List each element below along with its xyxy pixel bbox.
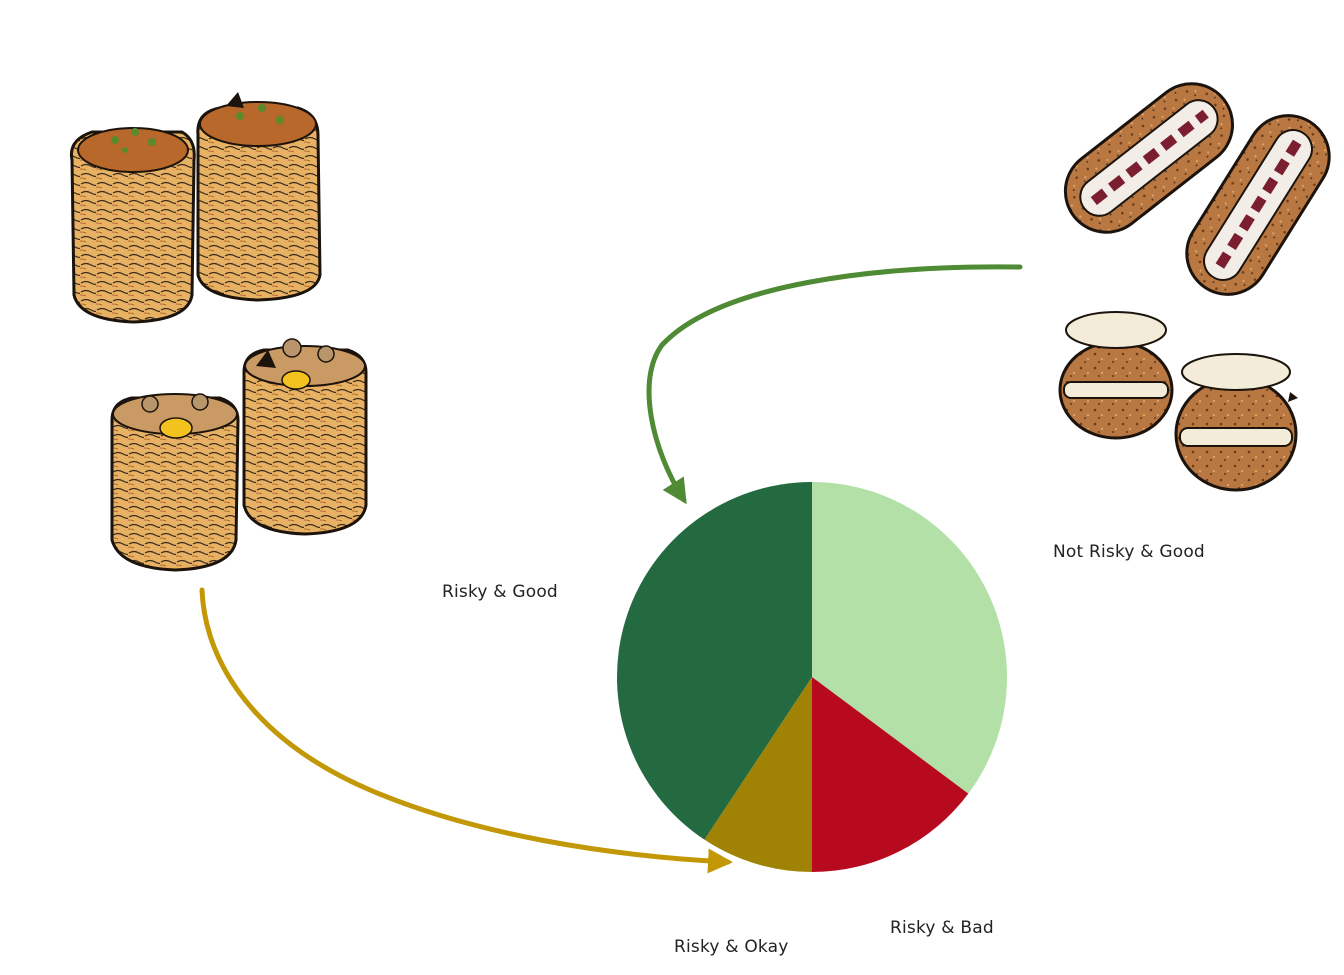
eclair-pastries-icon (1063, 82, 1331, 296)
pie-slice-risky-bad (812, 677, 969, 872)
pie-label-risky-good: Risky & Good (442, 582, 558, 602)
vol-au-vent-egg-pastries-icon (110, 338, 368, 572)
pie-slice-risky-okay (704, 677, 812, 872)
pie-label-risky-okay: Risky & Okay (674, 937, 789, 957)
pie-chart (616, 482, 1008, 872)
pie-slice-risky-good (616, 482, 812, 840)
pie-label-not-risky-good: Not Risky & Good (1053, 542, 1205, 562)
cream-puff-pastries-icon (1058, 311, 1298, 492)
pie-label-risky-bad: Risky & Bad (890, 918, 994, 938)
vol-au-vent-pastries-icon (69, 92, 322, 324)
pie-slice-not-risky-good (812, 482, 1008, 794)
curved-arrow-icon (199, 587, 733, 874)
curved-arrow-icon (646, 264, 1023, 505)
